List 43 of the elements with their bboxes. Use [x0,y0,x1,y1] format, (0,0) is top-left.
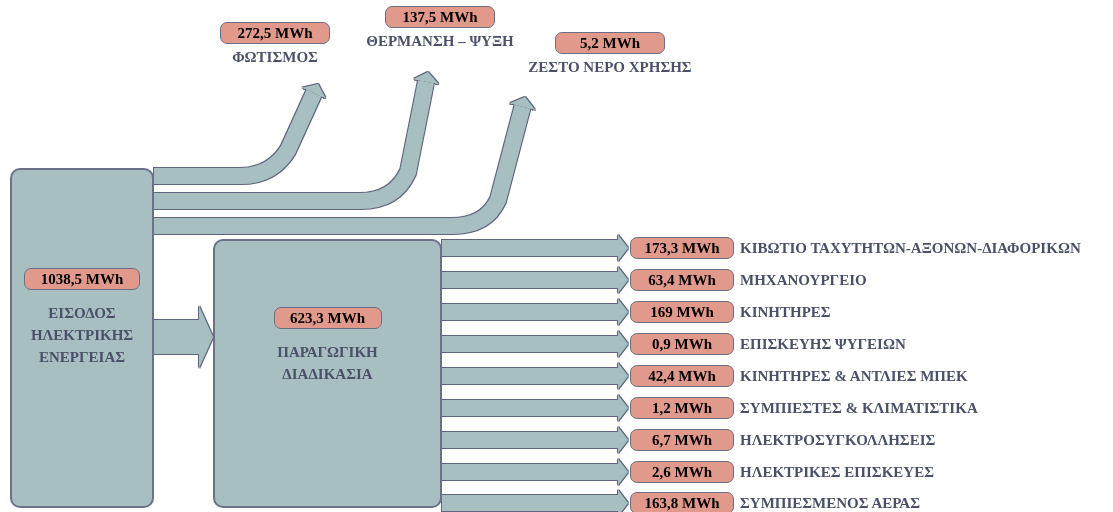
flow-arrow [442,235,628,261]
value-badge: 163,8 MWh [630,492,734,512]
box-label: ΕΙΣΟΔΟΣ ΗΛΕΚΤΡΙΚΗΣ ΕΝΕΡΓΕΙΑΣ [29,304,135,367]
flow-arrow [442,490,628,512]
flow-arrow [442,299,628,325]
value-badge: 1,2 MWh [630,397,734,419]
value-badge: 2,6 MWh [630,461,734,483]
value-badge: 0,9 MWh [630,333,734,355]
flow-label: ΕΠΙΣΚΕΥΗΣ ΨΥΓΕΙΩΝ [740,335,906,353]
value-badge: 173,3 MWh [630,237,734,259]
flow-arrow [442,331,628,357]
value-badge: 6,7 MWh [630,429,734,451]
value-badge: 623,3 MWh [273,307,382,329]
flow-label: ΦΩΤΙΣΜΟΣ [232,48,318,66]
value-badge: 5,2 MWh [555,32,665,54]
flow-arrow [154,97,536,234]
flow-label: ΚΙΝΗΤΗΡΕΣ & ΑΝΤΛΙΕΣ ΜΠΕΚ [740,367,968,385]
flow-arrow [154,306,213,368]
flow-label: ΣΥΜΠΙΕΣΤΕΣ & ΚΛΙΜΑΤΙΣΤΙΚΑ [740,399,978,417]
flow-label: ΣΥΜΠΙΕΣΜΕΝΟΣ ΑΕΡΑΣ [740,494,920,512]
flow-label: ΘΕΡΜΑΝΣΗ – ΨΥΞΗ [366,32,514,50]
value-badge: 1038,5 MWh [24,268,140,290]
flow-label: ΚΙΝΗΤΗΡΕΣ [740,303,831,321]
value-badge: 137,5 MWh [385,6,495,28]
value-badge: 169 MWh [630,301,734,323]
flow-arrow [154,84,326,184]
flow-label: ΗΛΕΚΤΡΟΣΥΓΚΟΛΛΗΣΕΙΣ [740,431,936,449]
process-box [10,168,154,508]
value-badge: 272,5 MWh [220,22,330,44]
flow-arrow [442,267,628,293]
box-label: ΠΑΡΑΓΩΓΙΚΗ ΔΙΑΔΙΚΑΣΙΑ [276,343,379,384]
flow-label: ΗΛΕΚΤΡΙΚΕΣ ΕΠΙΣΚΕΥΕΣ [740,463,934,481]
value-badge: 42,4 MWh [630,365,734,387]
process-box [213,239,442,508]
flow-arrow [442,395,628,421]
flow-label: ΜΗΧΑΝΟΥΡΓΕΙΟ [740,271,867,289]
flow-arrow [442,459,628,485]
flow-arrow [442,427,628,453]
flow-arrow [154,72,439,209]
flow-label: ΚΙΒΩΤΙΟ ΤΑΧΥΤΗΤΩΝ-ΑΞΟΝΩΝ-ΔΙΑΦΟΡΙΚΩΝ [740,239,1081,257]
flow-label: ΖΕΣΤΟ ΝΕΡΟ ΧΡΗΣΗΣ [528,58,692,76]
value-badge: 63,4 MWh [630,269,734,291]
flow-arrow [442,363,628,389]
